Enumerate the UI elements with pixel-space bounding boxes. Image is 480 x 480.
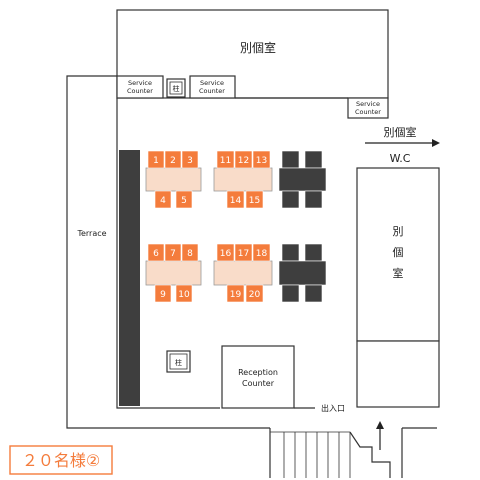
wc-label: W.C [390,152,411,165]
reception-counter-line1: Reception [238,368,278,377]
seat-18 [252,243,271,262]
capacity-badge [9,445,113,475]
seat-3-label: 3 [187,156,193,166]
seat-10 [175,284,193,303]
service-counter-right-line2: Counter [355,108,381,116]
dark-seat [304,284,323,303]
right-private-room-char2: 個 [393,246,404,259]
seat-19 [226,284,245,303]
terrace-label: Terrace [76,229,106,238]
dark-seat [281,150,300,169]
seat-1-label: 1 [153,156,159,166]
seat-13-label: 13 [256,156,267,166]
seat-14 [226,190,245,209]
reception-counter [221,345,295,409]
entrance-label: 出入口 [321,403,345,413]
pillar-bottom [166,350,191,373]
pillar-top-label: 柱 [173,84,180,93]
right-private-room-char3: 室 [393,266,404,280]
seat-9 [154,284,172,303]
seat-11-label: 11 [220,156,231,166]
seat-7-label: 7 [170,249,176,259]
service-counter-mid-line2: Counter [199,87,225,95]
seat-12 [234,150,253,169]
seat-16-label: 16 [220,249,232,259]
service-counter-mid-line1: Service [200,79,224,87]
table-4 [213,260,273,286]
seat-20 [245,284,264,303]
seat-4-label: 4 [160,196,166,206]
table-3 [145,260,202,286]
dark-seat [304,150,323,169]
table-1 [145,167,202,192]
seat-19-label: 19 [230,290,242,300]
table-2 [213,167,273,192]
dark-table [278,260,327,286]
seat-11 [216,150,235,169]
seat-5-label: 5 [181,196,187,206]
seat-4 [154,190,172,209]
seat-5 [175,190,193,209]
seat-16 [216,243,235,262]
right-private-room-char1: 別 [393,225,404,238]
seat-14-label: 14 [230,196,242,206]
service-counter-left [116,75,164,99]
dark-seat [281,243,300,262]
seat-7 [164,243,182,262]
seat-13 [252,150,271,169]
pillar-bottom-label: 柱 [175,358,182,367]
dark-seat [281,284,300,303]
dark-seat [304,243,323,262]
seat-3 [181,150,199,169]
arrow-up-icon [376,421,384,429]
service-counter-left-line2: Counter [127,87,153,95]
arrow-right-icon [432,139,440,147]
service-counter-mid [189,75,236,99]
seat-9-label: 9 [160,290,166,300]
seat-8 [181,243,199,262]
dark-table [278,167,327,192]
capacity-badge-label: ２０名様② [22,451,100,470]
pillar-top [166,78,186,98]
main-hall-wall [116,98,220,409]
seat-6-label: 6 [153,249,159,259]
seat-20-label: 20 [249,290,261,300]
right-lower-room [356,340,440,408]
seat-15 [245,190,264,209]
pillar-top-inner [169,81,183,95]
stair-landing-step [349,431,391,478]
seat-17-label: 17 [238,249,249,259]
seat-2 [164,150,182,169]
right-private-room [356,167,440,342]
seat-15-label: 15 [249,196,260,206]
pillar-bottom-inner [169,353,188,370]
seat-6 [147,243,165,262]
seat-8-label: 8 [187,249,193,259]
dark-seat [281,190,300,209]
seat-10-label: 10 [178,290,190,300]
outer-wall-left [66,75,270,429]
arrow-private-room-label: 別個室 [384,125,417,139]
service-counter-left-line1: Service [128,79,152,87]
seat-2-label: 2 [170,156,176,166]
reception-counter-line2: Counter [242,379,275,388]
service-counter-right-line1: Service [356,100,380,108]
seat-18-label: 18 [256,249,268,259]
seat-1 [147,150,165,169]
seat-12-label: 12 [238,156,249,166]
top-private-room-label: 別個室 [240,40,276,55]
seat-17 [234,243,253,262]
wall-bench [119,150,140,406]
dark-seat [304,190,323,209]
service-counter-right [347,97,389,119]
